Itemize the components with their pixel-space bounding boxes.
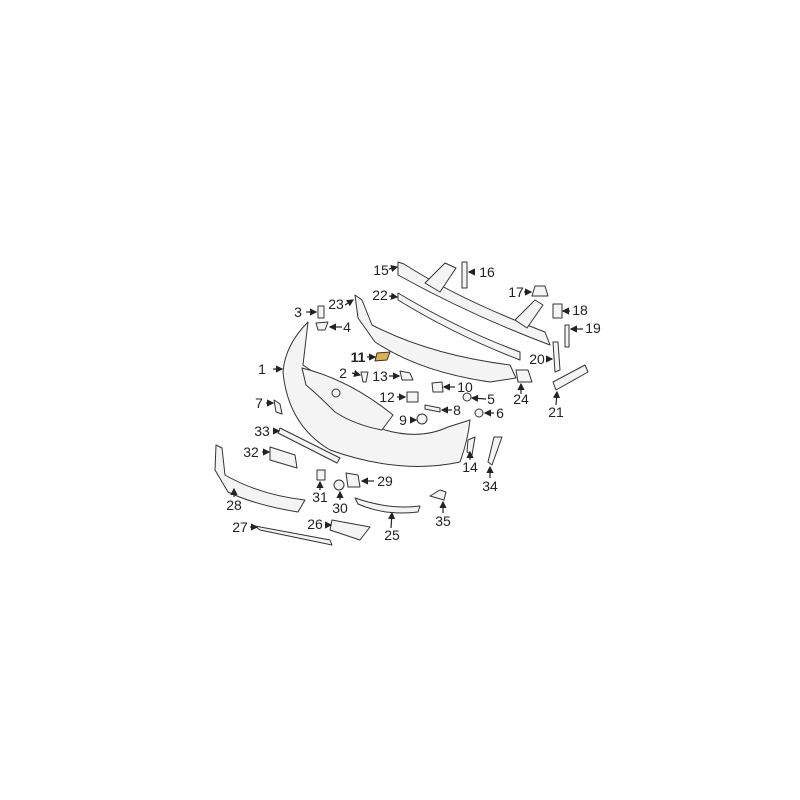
part-34-reflector: [487, 436, 503, 466]
part-11-pad: [374, 351, 391, 362]
part-19-bolt: [564, 324, 570, 348]
callout-18: 18: [572, 302, 588, 318]
callout-30: 30: [332, 500, 348, 516]
callout-10: 10: [457, 379, 473, 395]
callout-3: 3: [294, 304, 302, 320]
callout-17: 17: [508, 284, 524, 300]
callout-20: 20: [529, 351, 545, 367]
part-26-grille-cover: [329, 519, 371, 541]
callout-13: 13: [372, 368, 388, 384]
callout-28: 28: [226, 497, 242, 513]
part-2-screw: [360, 371, 369, 383]
part-21-reflector: [552, 364, 589, 391]
callout-4: 4: [343, 319, 351, 335]
part-20-bracket: [552, 341, 561, 373]
callout-labels: 1 2 3 4 5 6 7 8 9 10 11 12 13 14 15 16 1…: [226, 262, 601, 543]
part-28-lower-grille: [214, 444, 306, 513]
part-9-clip: [416, 413, 428, 425]
callout-29: 29: [377, 473, 393, 489]
part-35-headlamp-washer: [429, 489, 447, 501]
callout-35: 35: [435, 513, 451, 529]
callout-31: 31: [312, 489, 328, 505]
part-6-nut: [474, 408, 484, 418]
part-15-bumper-reinforcement: [397, 261, 551, 346]
part-13-clip: [399, 370, 414, 381]
callout-27: 27: [232, 519, 248, 535]
callout-24: 24: [513, 391, 529, 407]
part-12-bracket: [406, 391, 419, 403]
callout-33: 33: [254, 423, 270, 439]
callout-12: 12: [379, 389, 395, 405]
callout-6: 6: [496, 405, 504, 421]
callout-26: 26: [307, 516, 323, 532]
part-32-plate: [269, 446, 298, 469]
callout-11: 11: [351, 349, 366, 365]
callout-1: 1: [258, 361, 266, 377]
part-3-clip: [317, 305, 325, 319]
callout-23: 23: [328, 296, 344, 312]
callout-19: 19: [585, 320, 601, 336]
part-8-strip: [424, 404, 441, 413]
callout-2: 2: [339, 365, 347, 381]
callout-arrows: [230, 264, 583, 531]
callout-25: 25: [384, 527, 400, 543]
callout-21: 21: [548, 404, 564, 420]
part-4-nut: [315, 321, 329, 331]
part-25-bracket: [354, 497, 421, 514]
part-14-bracket: [466, 436, 476, 456]
callout-15: 15: [373, 262, 389, 278]
part-31-bracket: [316, 469, 326, 481]
callout-7: 7: [255, 395, 263, 411]
part-17-clip: [531, 285, 549, 297]
part-29-sensor: [345, 472, 361, 488]
part-7-bracket: [273, 399, 283, 415]
part-18-bracket: [552, 303, 563, 319]
callout-34: 34: [482, 478, 498, 494]
callout-8: 8: [453, 402, 461, 418]
part-1-bumper-cover: [282, 321, 471, 467]
part-23-absorber-bracket: [354, 294, 517, 383]
callout-32: 32: [243, 444, 259, 460]
part-22-energy-absorber: [397, 292, 521, 361]
part-16-bolt: [461, 261, 468, 289]
callout-14: 14: [462, 459, 478, 475]
part-24-bracket: [515, 369, 533, 383]
part-10-nut: [431, 381, 444, 393]
callout-9: 9: [399, 412, 407, 428]
callout-5: 5: [487, 391, 495, 407]
callout-16: 16: [479, 264, 495, 280]
small-parts: [254, 261, 589, 546]
part-30-ring: [333, 479, 345, 491]
part-27-strip: [254, 525, 333, 546]
callout-22: 22: [372, 287, 388, 303]
